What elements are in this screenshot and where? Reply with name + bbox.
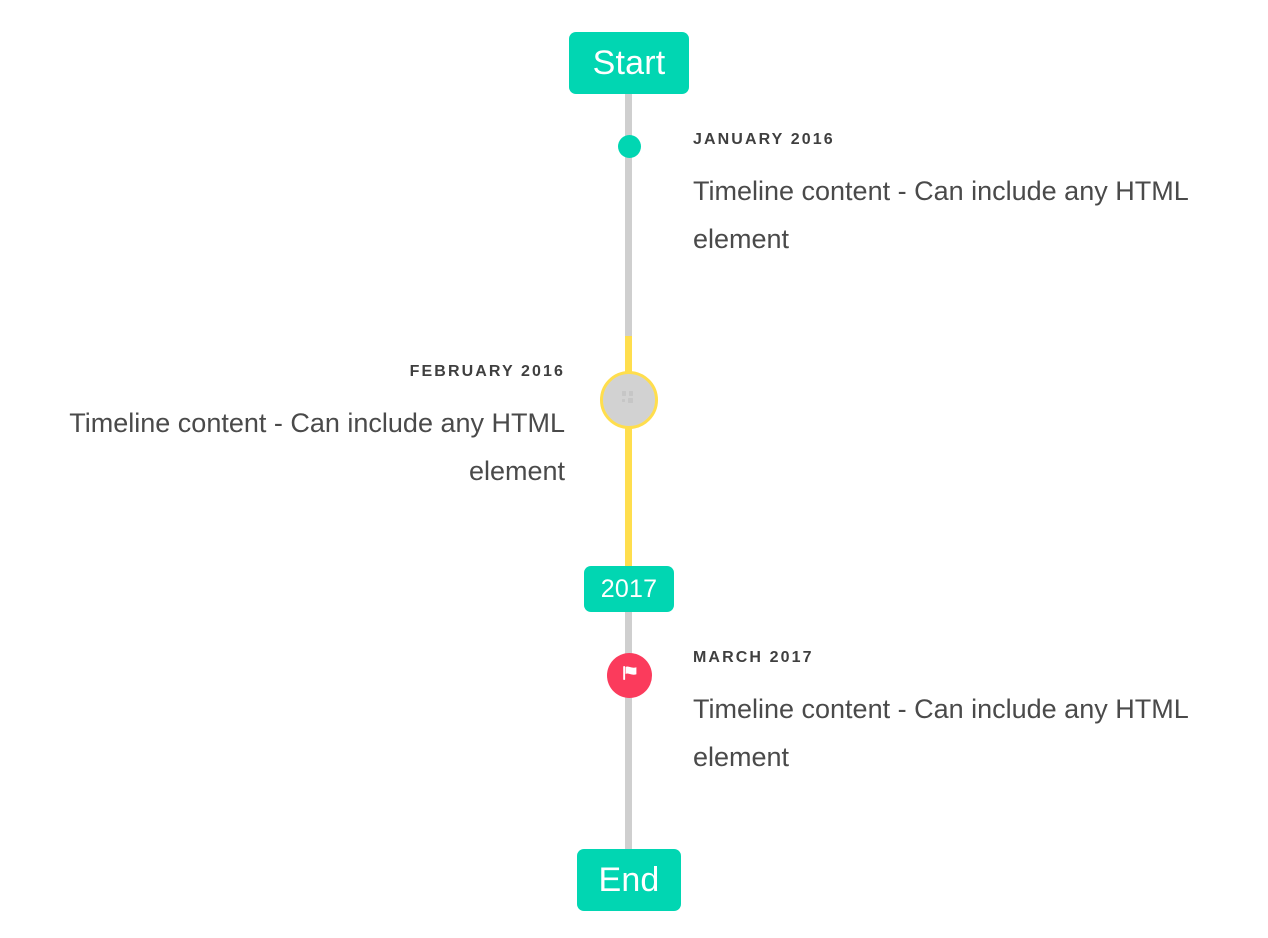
timeline-year-badge[interactable]: 2017 — [584, 566, 674, 612]
timeline-entry-date: MARCH 2017 — [693, 649, 814, 666]
timeline-entry-body: Timeline content - Can include any HTML … — [69, 408, 565, 487]
timeline-entry-march: MARCH 2017 Timeline content - Can includ… — [693, 648, 1233, 781]
timeline-end-badge[interactable]: End — [577, 849, 681, 911]
timeline-entry-date: FEBRUARY 2016 — [409, 363, 565, 380]
timeline-axis-upper — [625, 93, 632, 336]
timeline-axis-highlight — [625, 336, 632, 567]
dot-marker[interactable] — [618, 135, 641, 158]
timeline-entry-january: JANUARY 2016 Timeline content - Can incl… — [693, 130, 1233, 263]
broken-image-icon — [620, 389, 638, 412]
timeline-axis-lower — [625, 611, 632, 851]
timeline-entry-body: Timeline content - Can include any HTML … — [693, 694, 1188, 773]
timeline-start-badge[interactable]: Start — [569, 32, 689, 94]
flag-icon — [619, 662, 641, 689]
timeline-entry-date: JANUARY 2016 — [693, 131, 835, 148]
timeline-entry-body: Timeline content - Can include any HTML … — [693, 176, 1188, 255]
flag-marker[interactable] — [607, 653, 652, 698]
ring-marker[interactable] — [600, 371, 658, 429]
timeline-entry-february: FEBRUARY 2016 Timeline content - Can inc… — [35, 362, 565, 495]
